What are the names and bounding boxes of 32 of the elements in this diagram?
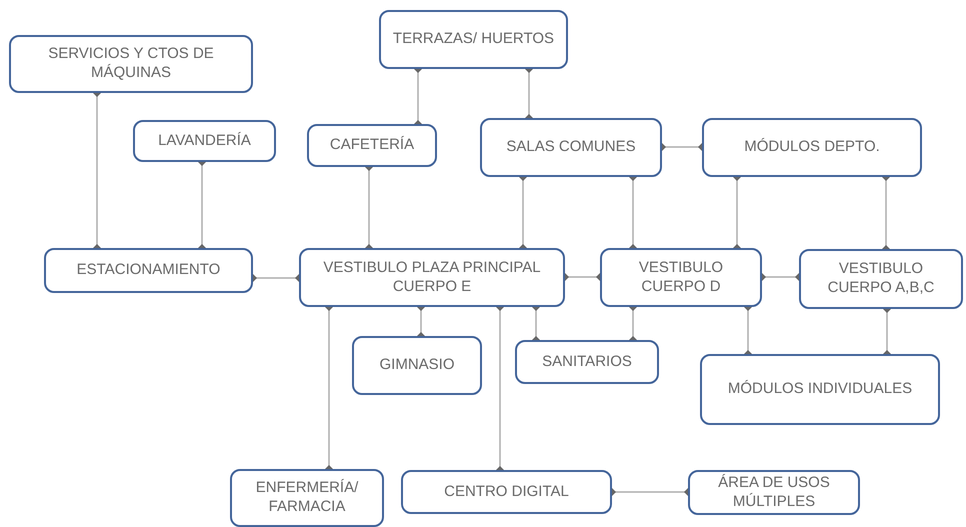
room-label: CENTRO DIGITAL <box>443 482 570 502</box>
room-box <box>379 10 568 69</box>
room-label: SERVICIOS Y CTOS DE MÁQUINAS <box>47 45 215 83</box>
room-box <box>299 248 565 307</box>
room-box <box>44 248 253 293</box>
room-label: ENFERMERÍA/ FARMACIA <box>254 479 360 517</box>
room-label: CAFETERÍA <box>328 136 416 155</box>
room-label: VESTIBULO CUERPO A,B,C <box>826 260 936 298</box>
room-box <box>307 124 437 167</box>
room-label: SALAS COMUNES <box>505 138 637 157</box>
room-box <box>700 354 940 425</box>
room-label: LAVANDERÍA <box>157 132 252 150</box>
room-label: ÁREA DE USOS MÚLTIPLES <box>717 474 831 512</box>
room-box <box>688 470 860 515</box>
room-label: VESTIBULO PLAZA PRINCIPAL CUERPO E <box>322 258 542 296</box>
room-label: MÓDULOS DEPTO. <box>743 138 881 157</box>
room-box <box>702 118 922 177</box>
room-box <box>9 35 253 93</box>
room-box <box>352 336 482 395</box>
room-label: TERRAZAS/ HUERTOS <box>392 30 556 49</box>
room-box <box>600 248 762 307</box>
room-box <box>799 249 963 309</box>
room-box <box>515 340 659 384</box>
room-box <box>230 469 384 527</box>
room-box <box>133 120 276 162</box>
room-box <box>401 470 612 514</box>
room-box <box>480 118 662 177</box>
room-label: ESTACIONAMIENTO <box>76 261 222 280</box>
room-label: VESTIBULO CUERPO D <box>638 258 724 296</box>
room-label: MÓDULOS INDIVIDUALES <box>726 380 914 399</box>
room-label: SANITARIOS <box>541 352 633 372</box>
room-label: GIMNASIO <box>378 356 456 375</box>
